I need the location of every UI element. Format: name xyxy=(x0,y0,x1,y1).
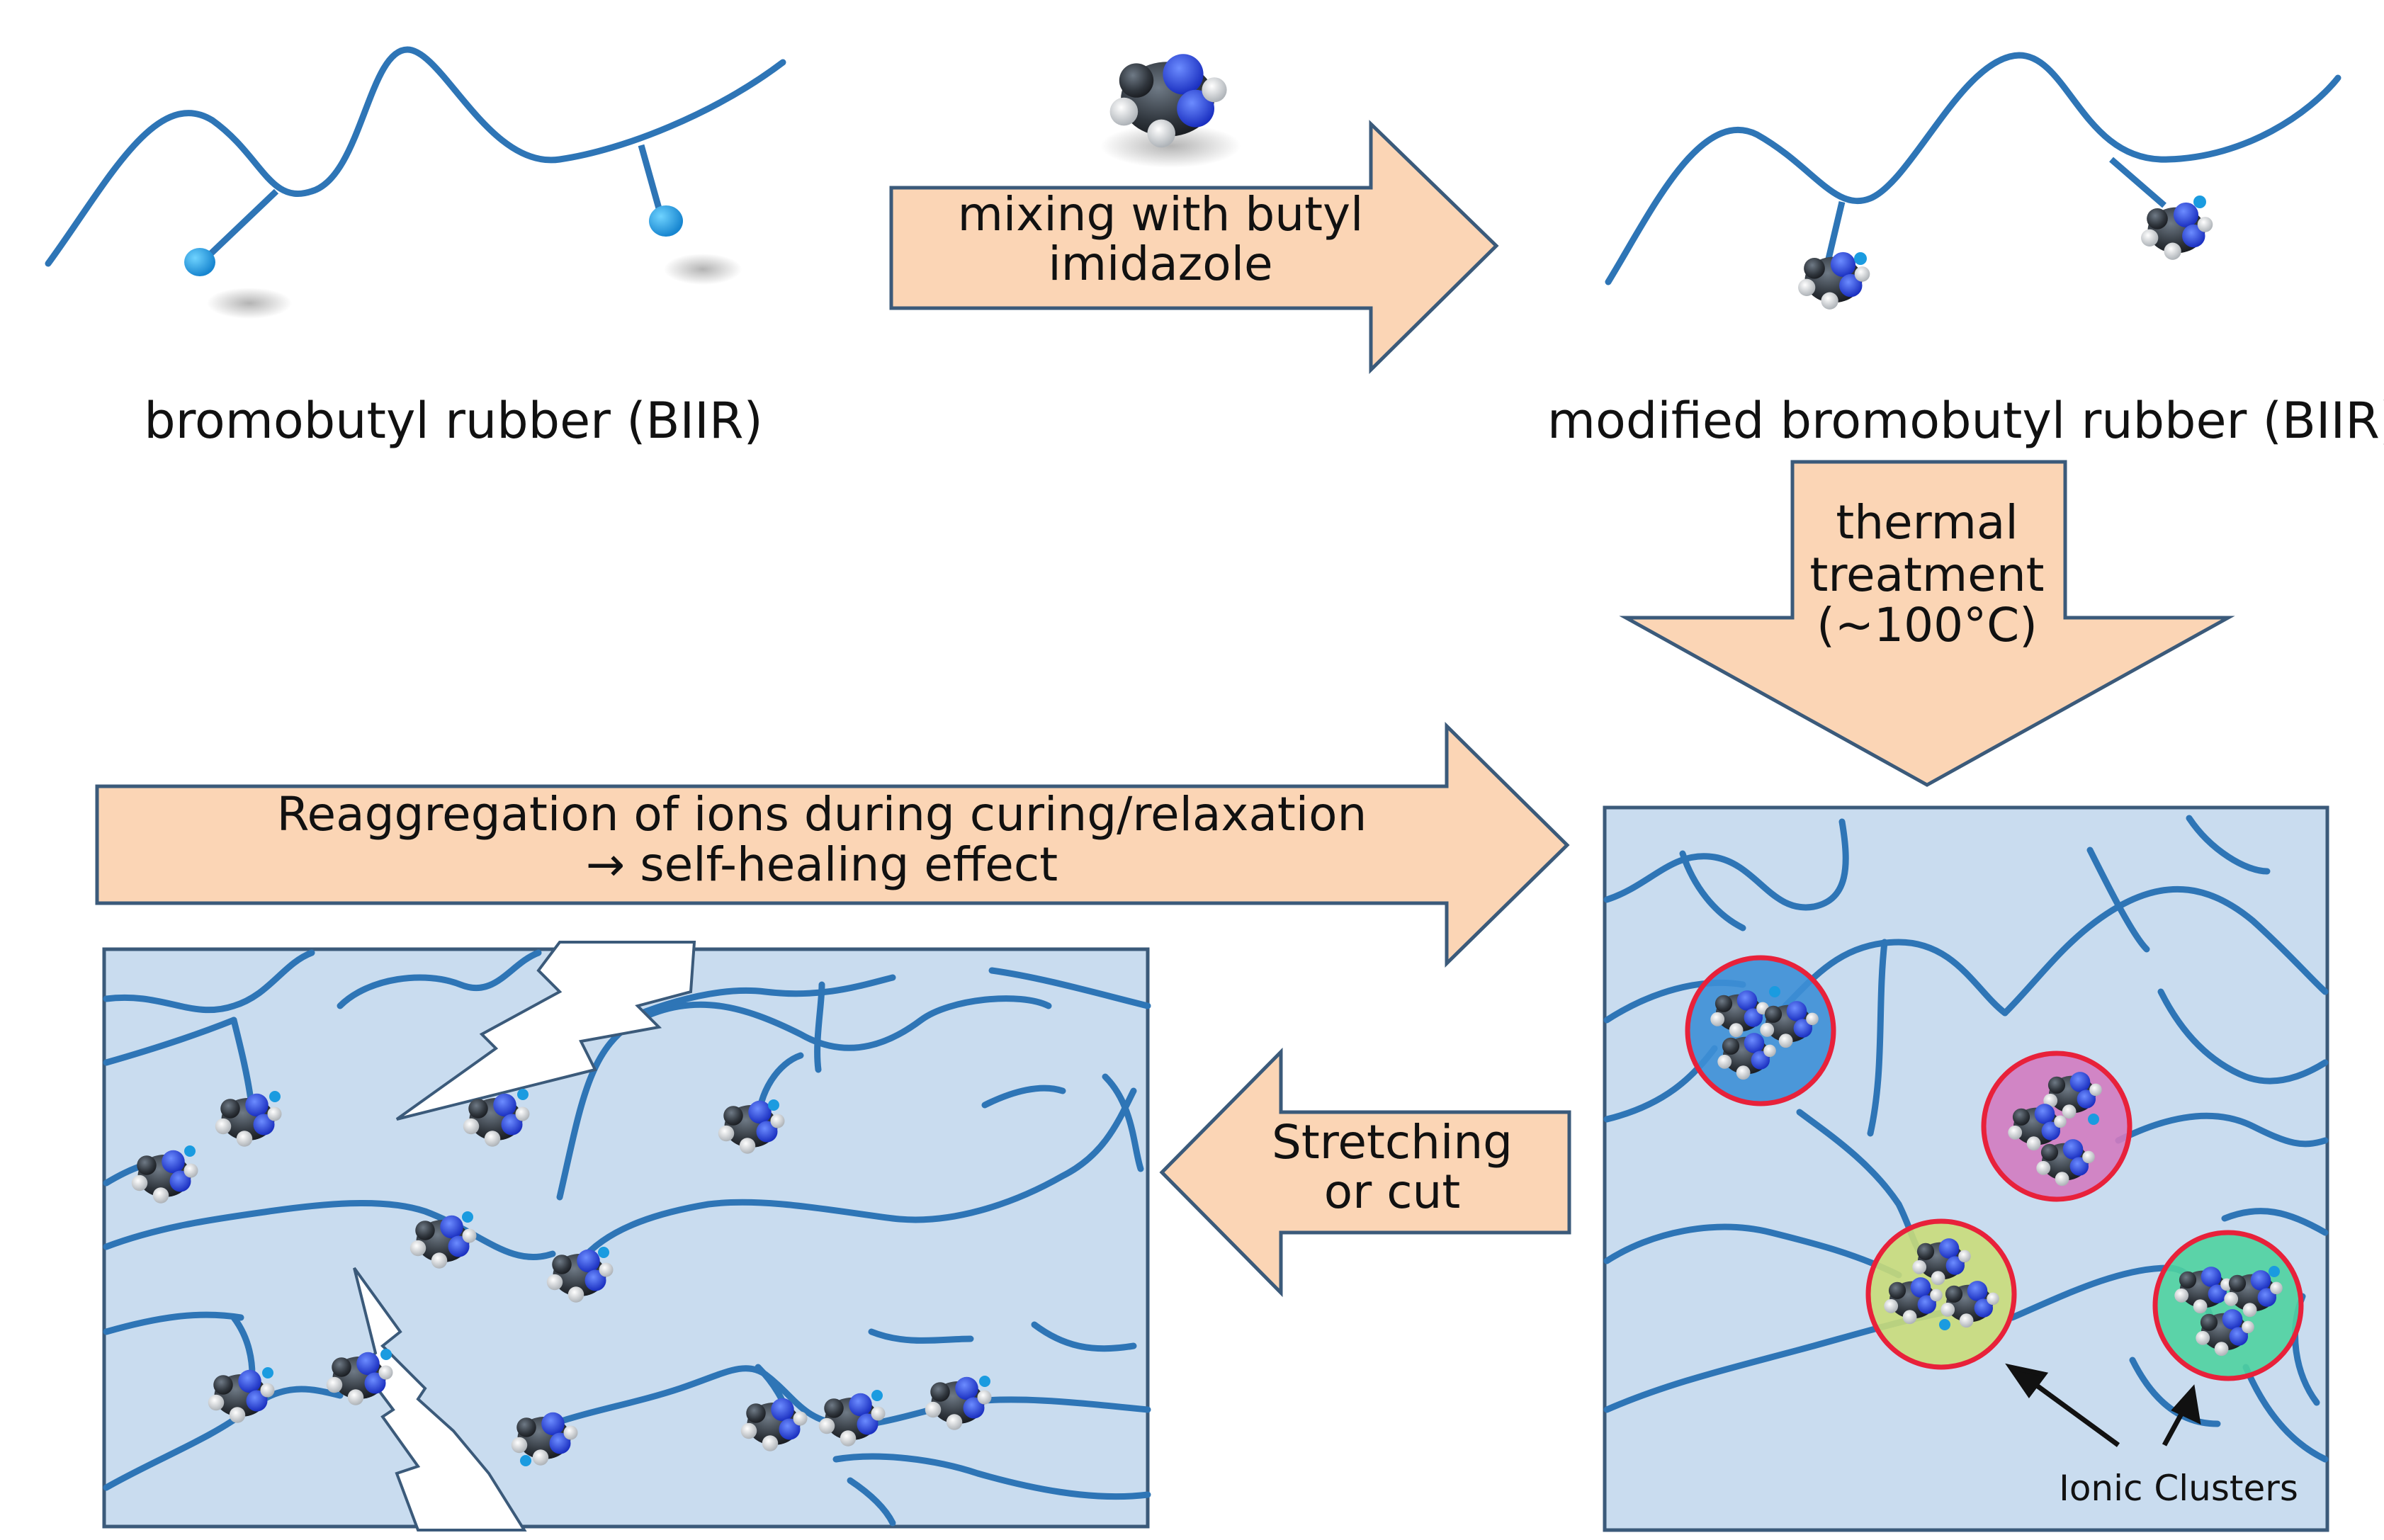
modified-biir-chain-group xyxy=(1605,52,2341,310)
ionic-cluster-yellow xyxy=(1865,1218,2017,1370)
cluster-pointer-arrows xyxy=(2005,1363,2201,1447)
modified-biir-label: modified bromobutyl rubber (BIIR) xyxy=(1547,392,2384,450)
imidazole-molecule-icon xyxy=(1100,54,1241,168)
stretching-label-line1: Stretching xyxy=(1272,1115,1513,1170)
reaggregation-label-line1: Reaggregation of ions during curing/rela… xyxy=(277,787,1367,842)
panel-background xyxy=(102,947,1150,1529)
bromide-ion xyxy=(1854,252,1867,265)
thermal-label-line3: (~100°C) xyxy=(1817,598,2038,652)
ionic-clusters-label: Ionic Clusters xyxy=(2059,1468,2298,1509)
mixing-label-line1: mixing with butyl xyxy=(958,187,1364,242)
reaggregation-label-line2: → self-healing effect xyxy=(586,837,1058,892)
stretching-label-line2: or cut xyxy=(1324,1165,1461,1219)
thermal-label-line2: treatment xyxy=(1809,548,2044,602)
shadow-2 xyxy=(664,254,742,285)
thermal-label-line1: thermal xyxy=(1836,495,2018,550)
lightning-crack-icon xyxy=(395,941,696,1121)
ionic-cluster-green xyxy=(2152,1230,2304,1381)
biir-side-chain-1 xyxy=(199,188,279,265)
mixing-arrow: mixing with butyl imidazole xyxy=(889,120,1499,374)
modified-side-chain-1 xyxy=(1823,200,1846,269)
biir-chain-group xyxy=(45,46,786,319)
bromine-atom-2 xyxy=(649,205,683,237)
modified-side-chain-2 xyxy=(2109,157,2166,208)
modified-backbone xyxy=(1605,52,2341,285)
thermal-arrow: thermal treatment (~100°C) xyxy=(1619,460,2235,787)
ionic-cluster-blue xyxy=(1685,955,1836,1106)
imidazolium-icon xyxy=(2141,202,2213,260)
reaggregation-arrow: Reaggregation of ions during curing/rela… xyxy=(95,722,1570,968)
bromide-ion xyxy=(2193,196,2206,208)
ionic-cluster-pink xyxy=(1981,1051,2132,1202)
biir-label: bromobutyl rubber (BIIR) xyxy=(144,392,763,450)
panel-background xyxy=(1603,805,2329,1532)
shadow-1 xyxy=(207,288,292,319)
mixing-label-line2: imidazole xyxy=(1048,237,1272,291)
stretching-arrow: Stretching or cut xyxy=(1159,1047,1571,1298)
ionic-network-panel: Ionic Clusters xyxy=(1603,805,2329,1532)
bromine-atom-1 xyxy=(184,248,215,276)
cut-network-panel xyxy=(102,941,1151,1531)
biir-backbone xyxy=(45,46,786,267)
